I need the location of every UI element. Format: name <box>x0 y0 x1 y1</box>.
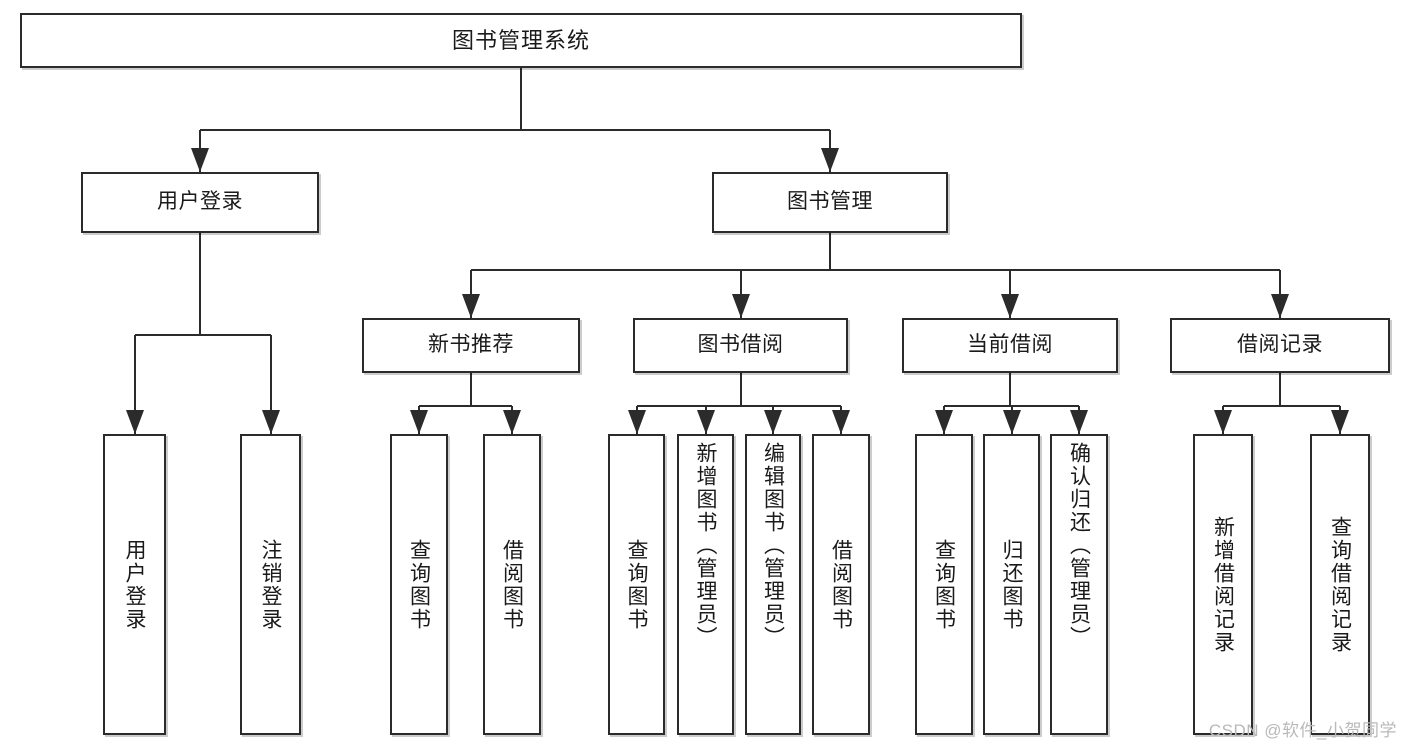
leaf-query-borrow-record[interactable]: 查询借阅记录 <box>1310 434 1370 735</box>
leaf-add-book-admin-label: 新增图书（管理员） <box>694 442 717 649</box>
leaf-edit-book-admin[interactable]: 编辑图书（管理员） <box>745 434 801 735</box>
node-root[interactable]: 图书管理系统 <box>20 13 1022 68</box>
node-book-borrow[interactable]: 图书借阅 <box>633 318 848 373</box>
node-book-borrow-label: 图书借阅 <box>697 333 784 357</box>
csdn-watermark: CSDN @软件_小贺同学 <box>1208 721 1397 740</box>
leaf-add-borrow-record-label: 新增借阅记录 <box>1211 515 1235 654</box>
leaf-borrow-book-borrow[interactable]: 借阅图书 <box>812 434 870 735</box>
leaf-confirm-return-admin-label: 确认归还（管理员） <box>1067 442 1091 649</box>
leaf-borrow-book-borrow-label: 借阅图书 <box>829 538 853 631</box>
leaf-confirm-return-admin[interactable]: 确认归还（管理员） <box>1050 434 1108 735</box>
node-book-manage-label: 图书管理 <box>787 190 873 214</box>
node-borrow-record-label: 借阅记录 <box>1237 333 1323 357</box>
leaf-return-book-label: 归还图书 <box>1000 538 1023 631</box>
leaf-query-book-current[interactable]: 查询图书 <box>915 434 973 735</box>
leaf-query-book-borrow-label: 查询图书 <box>625 538 648 631</box>
leaf-borrow-book-recommend[interactable]: 借阅图书 <box>483 434 541 735</box>
node-new-book-recommend[interactable]: 新书推荐 <box>362 318 580 373</box>
leaf-add-book-admin[interactable]: 新增图书（管理员） <box>677 434 734 735</box>
leaf-query-book-recommend-label: 查询图书 <box>407 538 431 631</box>
node-book-manage[interactable]: 图书管理 <box>712 172 948 233</box>
node-current-borrow[interactable]: 当前借阅 <box>902 318 1118 373</box>
leaf-return-book[interactable]: 归还图书 <box>983 434 1040 735</box>
leaf-user-logout-label: 注销登录 <box>259 538 282 631</box>
node-user-login-label: 用户登录 <box>157 190 243 214</box>
node-user-login[interactable]: 用户登录 <box>81 172 319 233</box>
leaf-borrow-book-recommend-label: 借阅图书 <box>500 538 524 631</box>
leaf-query-borrow-record-label: 查询借阅记录 <box>1328 515 1352 654</box>
node-new-book-recommend-label: 新书推荐 <box>428 333 514 357</box>
node-root-label: 图书管理系统 <box>451 27 590 53</box>
leaf-query-book-current-label: 查询图书 <box>932 538 956 631</box>
leaf-user-logout[interactable]: 注销登录 <box>240 434 301 735</box>
leaf-user-login-label: 用户登录 <box>123 538 146 631</box>
leaf-edit-book-admin-label: 编辑图书（管理员） <box>761 442 785 649</box>
leaf-add-borrow-record[interactable]: 新增借阅记录 <box>1193 434 1253 735</box>
node-borrow-record[interactable]: 借阅记录 <box>1170 318 1390 373</box>
leaf-query-book-borrow[interactable]: 查询图书 <box>608 434 665 735</box>
leaf-user-login[interactable]: 用户登录 <box>103 434 166 735</box>
leaf-query-book-recommend[interactable]: 查询图书 <box>390 434 448 735</box>
node-current-borrow-label: 当前借阅 <box>967 333 1053 357</box>
